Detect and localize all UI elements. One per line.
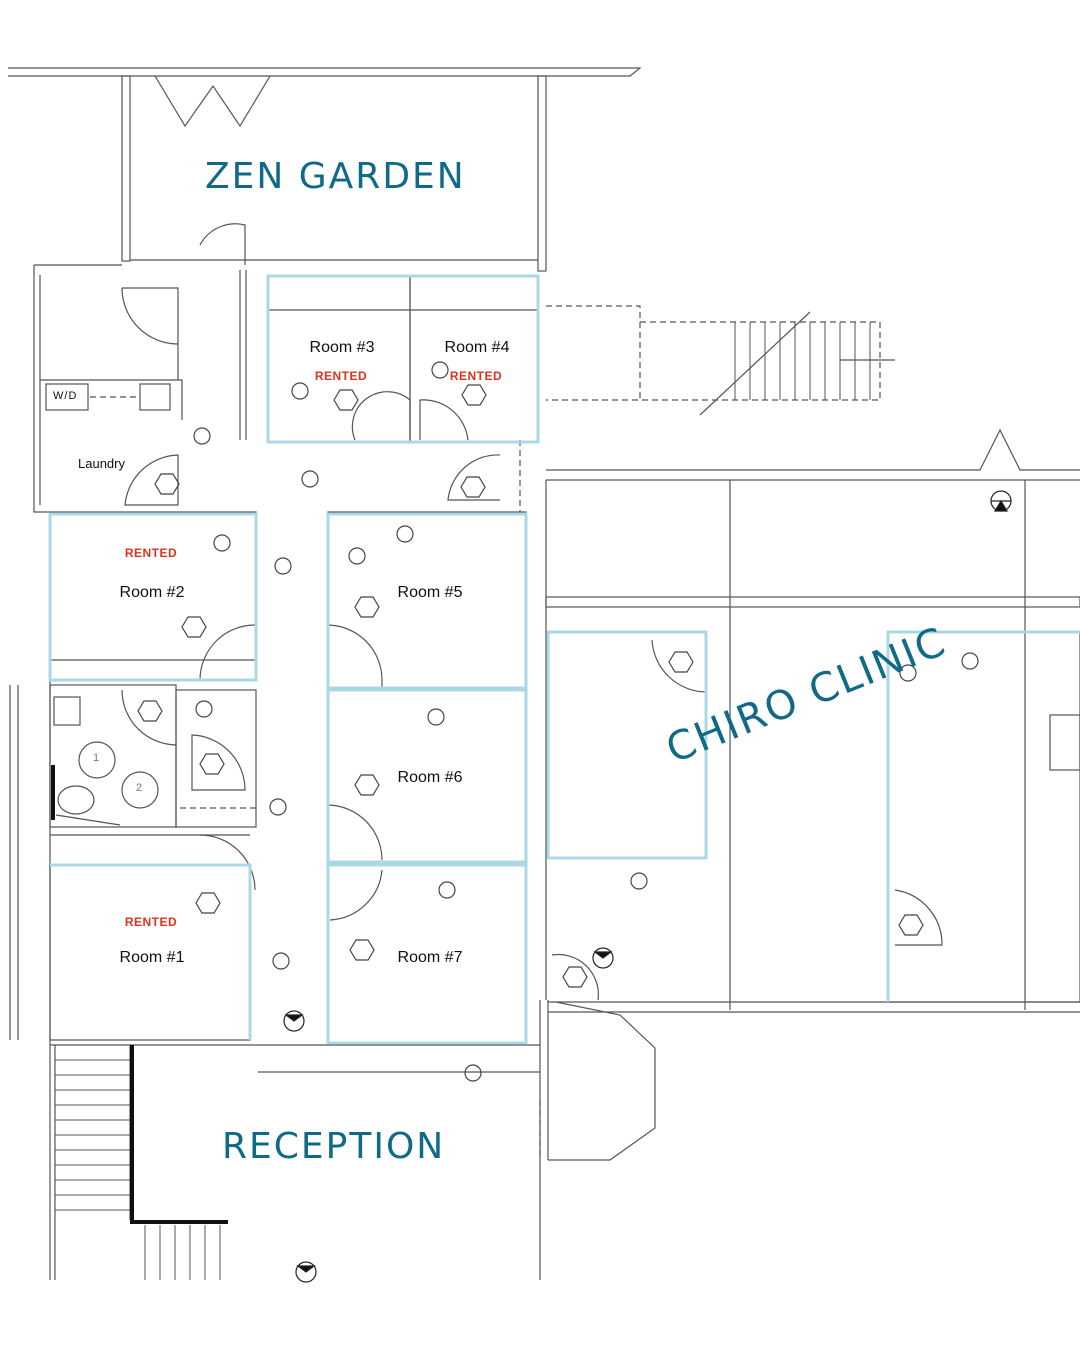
room-1-rented-badge: RENTED bbox=[124, 915, 178, 929]
zen-garden-label: ZEN GARDEN bbox=[205, 156, 466, 197]
room-1-label: Room #1 bbox=[119, 949, 185, 966]
reception-label: RECEPTION bbox=[222, 1126, 446, 1167]
room-3-rented-badge: RENTED bbox=[314, 369, 368, 383]
toilet-stall-2-label: 2 bbox=[136, 782, 143, 794]
room-2-label: Room #2 bbox=[119, 584, 185, 601]
room-6-label: Room #6 bbox=[397, 769, 463, 786]
room-7-label: Room #7 bbox=[397, 949, 463, 966]
washer-dryer-label: W/D bbox=[53, 390, 78, 402]
room-5-label: Room #5 bbox=[397, 584, 463, 601]
room-3-label: Room #3 bbox=[309, 339, 375, 356]
room-2-rented-badge: RENTED bbox=[124, 546, 178, 560]
toilet-stall-1-label: 1 bbox=[93, 752, 100, 764]
room-4-rented-badge: RENTED bbox=[449, 369, 503, 383]
laundry-label: Laundry bbox=[78, 456, 125, 471]
room-4-label: Room #4 bbox=[444, 339, 510, 356]
